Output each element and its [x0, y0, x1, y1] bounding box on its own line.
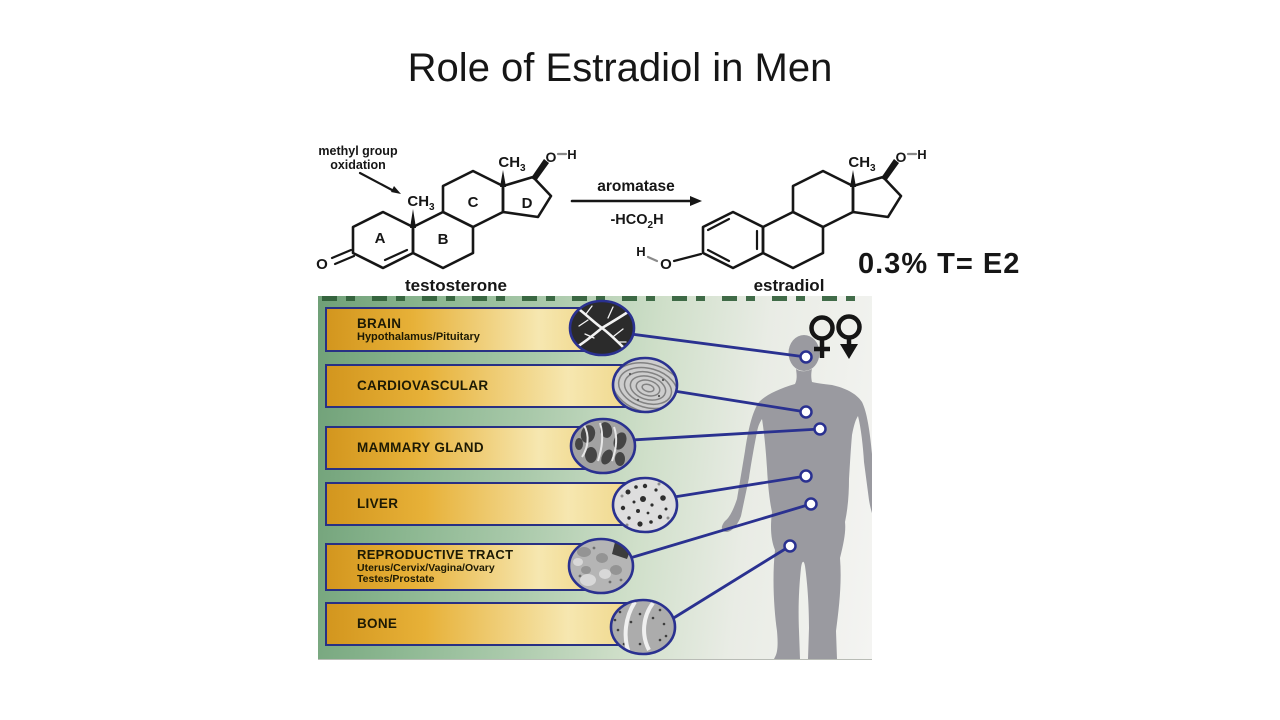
hydrogen-atom: H	[636, 244, 645, 259]
reaction-arrow: aromatase -HCO2H	[570, 178, 702, 231]
histology-circle-reproductive	[567, 537, 635, 595]
hydrogen-atom: H	[917, 147, 926, 162]
conversion-note: 0.3% T= E2	[858, 248, 1020, 280]
histology-circle-liver	[611, 476, 679, 534]
hydrogen-atom: H	[567, 147, 576, 162]
ring-c-label: C	[468, 194, 479, 211]
methyl-label: CH3	[498, 154, 526, 174]
oxygen-atom: O	[660, 256, 672, 273]
connector-dots	[783, 350, 827, 553]
organ-bar-sublabel: Hypothalamus/Pituitary	[357, 330, 480, 343]
svg-text:oxidation: oxidation	[330, 158, 386, 172]
methyl-label: CH3	[848, 154, 876, 174]
ring-d-label: D	[522, 195, 533, 212]
cropped-heading-fragment	[322, 296, 868, 301]
testosterone-structure: O CH3 CH3 O H A B C D testosterone	[316, 147, 577, 295]
estradiol-structure: H O CH3 O H estradiol	[636, 147, 926, 295]
organ-bar-label: REPRODUCTIVE TRACT	[357, 546, 514, 562]
organ-bar-bone: BONE	[325, 602, 655, 646]
histology-circle-mammary	[569, 417, 637, 475]
organ-bar-reproductive-tract: REPRODUCTIVE TRACT Uterus/Cervix/Vagina/…	[325, 543, 615, 591]
ring-a-label: A	[375, 230, 386, 247]
female-icon	[809, 315, 835, 358]
organ-bar-brain: BRAIN Hypothalamus/Pituitary	[325, 307, 615, 352]
svg-text:methyl group: methyl group	[318, 144, 398, 158]
oxygen-atom: O	[896, 149, 907, 165]
methyl-label: CH3	[407, 193, 435, 213]
histology-circle-cardiovascular	[611, 356, 679, 414]
histology-circle-brain	[568, 299, 636, 357]
organ-bar-label: BRAIN	[357, 315, 402, 331]
annotation-arrowhead	[391, 186, 401, 194]
oxygen-atom: O	[546, 149, 557, 165]
organ-bar-label: MAMMARY GLAND	[357, 440, 484, 456]
human-silhouette	[721, 335, 872, 659]
gender-down-arrow-icon	[836, 314, 862, 359]
estrogen-target-panel: BRAIN Hypothalamus/Pituitary CARDIOVASCU…	[318, 296, 872, 660]
organ-bar-liver: LIVER	[325, 482, 655, 526]
organ-bar-sublabel: Uterus/Cervix/Vagina/Ovary	[357, 561, 495, 574]
reaction-scheme: O CH3 CH3 O H A B C D testosterone methy…	[316, 144, 1020, 295]
testosterone-label: testosterone	[405, 276, 507, 295]
organ-bar-sublabel: Testes/Prostate	[357, 573, 435, 586]
panel-overlay	[567, 299, 872, 659]
ring-b-label: B	[438, 231, 449, 248]
organ-bar-cardiovascular: CARDIOVASCULAR	[325, 364, 655, 408]
histology-circle-bone	[609, 598, 677, 656]
organ-bar-label: CARDIOVASCULAR	[357, 378, 489, 394]
slide-title: Role of Estradiol in Men	[407, 46, 833, 90]
byproduct-label: -HCO2H	[610, 212, 663, 231]
estradiol-label: estradiol	[754, 276, 825, 295]
organ-bar-label: LIVER	[357, 496, 399, 512]
connector-lines	[629, 332, 821, 621]
enzyme-label: aromatase	[597, 178, 675, 195]
annotation-arrow	[358, 171, 394, 192]
oxygen-atom: O	[316, 256, 328, 273]
methyl-oxidation-annotation: methyl group oxidation	[318, 144, 401, 194]
organ-bar-label: BONE	[357, 616, 398, 632]
